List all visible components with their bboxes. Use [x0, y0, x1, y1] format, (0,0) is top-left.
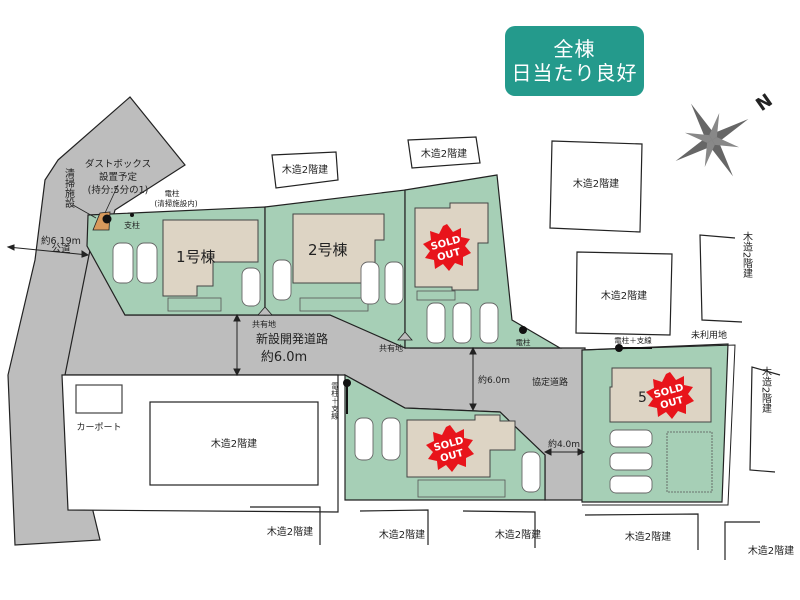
utility-pole-cleaning	[102, 214, 112, 224]
svg-text:木造2階建: 木造2階建	[748, 544, 794, 557]
svg-text:木造2階建: 木造2階建	[282, 163, 328, 176]
cleaning-facility-label: 清掃施設	[63, 167, 75, 209]
new-road-width: 約6.0m	[261, 350, 307, 365]
svg-text:木造2階建: 木造2階建	[421, 147, 467, 160]
svg-text:木造2階建: 木造2階建	[601, 289, 647, 302]
neighbor-buildings	[61, 136, 781, 513]
svg-text:木造2階建: 木造2階建	[495, 528, 541, 541]
neighbor-labels: 木造2階建 木造2階建 木造2階建 木造2階建 木造2階建 木造2階建 木造2階…	[211, 147, 794, 557]
compass-north-label: N	[752, 90, 776, 116]
utility-pole	[519, 326, 527, 334]
lot-5-label: 5	[638, 390, 647, 406]
side-road-width: 約4.0m	[548, 438, 580, 450]
unused-land-label: 未利用地	[691, 329, 727, 341]
lot-1-label: 1号棟	[176, 248, 216, 266]
dust-box-label-3: (持分:5分の1)	[88, 184, 149, 196]
svg-text:木造2階建: 木造2階建	[573, 177, 619, 190]
sunlight-badge: 全棟 日当たり良好	[505, 26, 644, 96]
parking-spaces	[112, 242, 653, 494]
dust-box-label-2: 設置予定	[99, 171, 138, 183]
utility-pole-guy-vertical-label: 電柱＋支線	[330, 382, 339, 420]
shared-land-label-2: 共有地	[379, 343, 403, 353]
svg-text:木造2階建: 木造2階建	[760, 367, 772, 414]
sold-out-badge-3: SOLD OUT	[423, 224, 471, 271]
utility-pole-cleaning-label-2: (清掃施設内)	[154, 198, 197, 208]
svg-text:木造2階建: 木造2階建	[379, 528, 425, 541]
svg-text:木造2階建: 木造2階建	[741, 232, 753, 279]
svg-text:清掃施設: 清掃施設	[63, 167, 75, 209]
svg-text:電柱＋支線: 電柱＋支線	[330, 382, 339, 420]
house-2	[292, 213, 385, 284]
support-pole-label: 支柱	[124, 220, 140, 230]
public-road-label: 公道	[51, 243, 71, 255]
lot-2-label: 2号棟	[308, 241, 348, 259]
utility-pole-cleaning-label-1: 電柱	[165, 188, 180, 198]
new-road-label: 新設開発道路	[256, 331, 328, 346]
shared-land-label-1: 共有地	[252, 319, 276, 329]
dust-box-label-1: ダストボックス	[85, 158, 151, 170]
carport-label: カーポート	[76, 422, 121, 433]
house-1	[162, 219, 259, 297]
agreement-road-width: 約6.0m	[478, 374, 510, 386]
sold-out-badge-4: SOLD OUT	[426, 425, 474, 472]
svg-text:木造2階建: 木造2階建	[211, 437, 257, 450]
compass-icon	[675, 103, 749, 177]
agreement-road-label: 協定道路	[532, 376, 568, 388]
utility-pole-label: 電柱	[516, 337, 531, 347]
sunlight-badge-line1: 全棟	[553, 37, 596, 61]
sunlight-badge-line2: 日当たり良好	[511, 61, 638, 85]
svg-text:木造2階建: 木造2階建	[267, 525, 313, 538]
public-road	[7, 96, 186, 546]
support-pole	[130, 213, 134, 217]
utility-pole-guy-lot5-label: 電柱＋支線	[614, 335, 652, 345]
public-road-width-visible: 約6.19m	[41, 235, 81, 247]
svg-text:木造2階建: 木造2階建	[625, 530, 671, 543]
sold-out-badge-5: SOLD OUT	[646, 372, 694, 419]
